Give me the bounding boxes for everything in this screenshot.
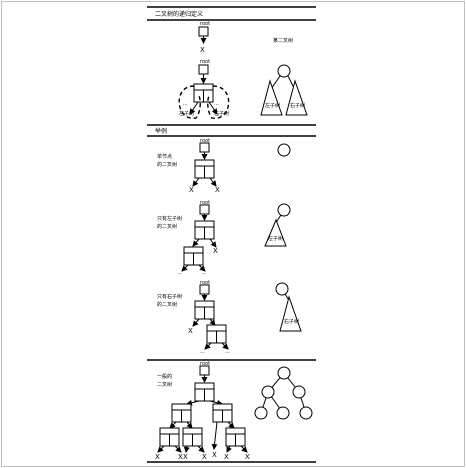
left-subtree-label: 左子树 [179,110,194,117]
recursive-tree-example: root ... ... 左子树 右子树 [178,59,230,119]
ellipsis: ... [225,349,230,355]
tree-circle [254,406,268,420]
right-pointer [208,101,218,115]
section-title: 举例 [155,127,167,135]
null-marker: X [183,453,188,461]
null-marker: X [189,186,194,194]
single-node-circle [277,143,291,157]
left-subtree-triangle [260,79,283,116]
left-subtree-region [178,85,201,119]
ellipsis: ... [200,349,205,355]
root-box [198,26,209,37]
root-box [198,64,209,75]
left-subtree-label: 左子树 [265,102,280,109]
null-marker: X [200,46,205,54]
left-subtree-triangle [264,218,287,247]
ellipsis: ... [202,270,207,276]
null-marker: X [202,453,207,461]
example-caption: 二叉树 [157,381,172,388]
root-label: root [200,138,210,144]
left-pointer [189,101,199,115]
root-label: root [200,21,210,27]
ellipsis: ... [177,270,182,276]
tree-circle [299,406,313,420]
example-caption: 一般的 [157,373,172,380]
example-caption: 的二叉树 [157,301,177,308]
example-right-only: 只有右子树 的二叉树 root X ... ... 右子树 [157,280,302,355]
example-caption: 的二叉树 [157,161,177,168]
left-subtree-label: 左子树 [268,235,283,242]
null-marker: X [245,453,250,461]
right-subtree-label: 右子树 [214,110,229,117]
right-subtree-triangle [279,295,302,332]
root-circle [275,282,289,296]
null-marker: X [215,186,220,194]
example-left-only: 只有左子树 的二叉树 root X ... ... 左子树 [157,200,291,276]
null-marker: X [188,327,193,335]
tree-circle [292,385,306,399]
tree-circle [261,385,275,399]
null-marker: X [212,451,217,459]
root-box [199,142,210,153]
empty-tree-example: root X [198,21,210,54]
root-label: root [200,361,210,367]
header-title: 二叉树的递归定义 [155,10,203,18]
root-box [199,365,210,376]
full-tree-label: 某二叉树 [273,37,293,44]
ellipsis: ... [214,101,219,107]
null-marker: X [155,453,160,461]
example-general: 一般的 二叉树 root X X [155,361,313,461]
root-label: root [200,200,210,206]
tree-circle [276,406,290,420]
right-subtree-label: 右子树 [290,102,305,109]
right-subtree-region [207,85,230,119]
example-single-node: 单节点 的二叉树 root X X [157,138,291,194]
root-circle [277,203,291,217]
null-marker: X [178,453,183,461]
ellipsis: ... [183,101,188,107]
root-circle [277,64,291,78]
root-label: root [200,280,210,286]
root-circle [277,366,291,380]
example-caption: 只有右子树 [157,293,182,300]
root-box [199,204,210,215]
abstract-tree-figure: 左子树 右子树 [260,64,308,116]
root-label: root [200,59,210,65]
example-caption: 只有左子树 [157,215,182,222]
example-caption: 的二叉树 [157,223,177,230]
example-caption: 单节点 [157,153,172,160]
null-marker: X [224,453,229,461]
root-box [199,284,210,295]
null-marker: X [213,247,218,255]
right-subtree-triangle [285,79,308,116]
right-subtree-label: 右子树 [284,318,299,325]
